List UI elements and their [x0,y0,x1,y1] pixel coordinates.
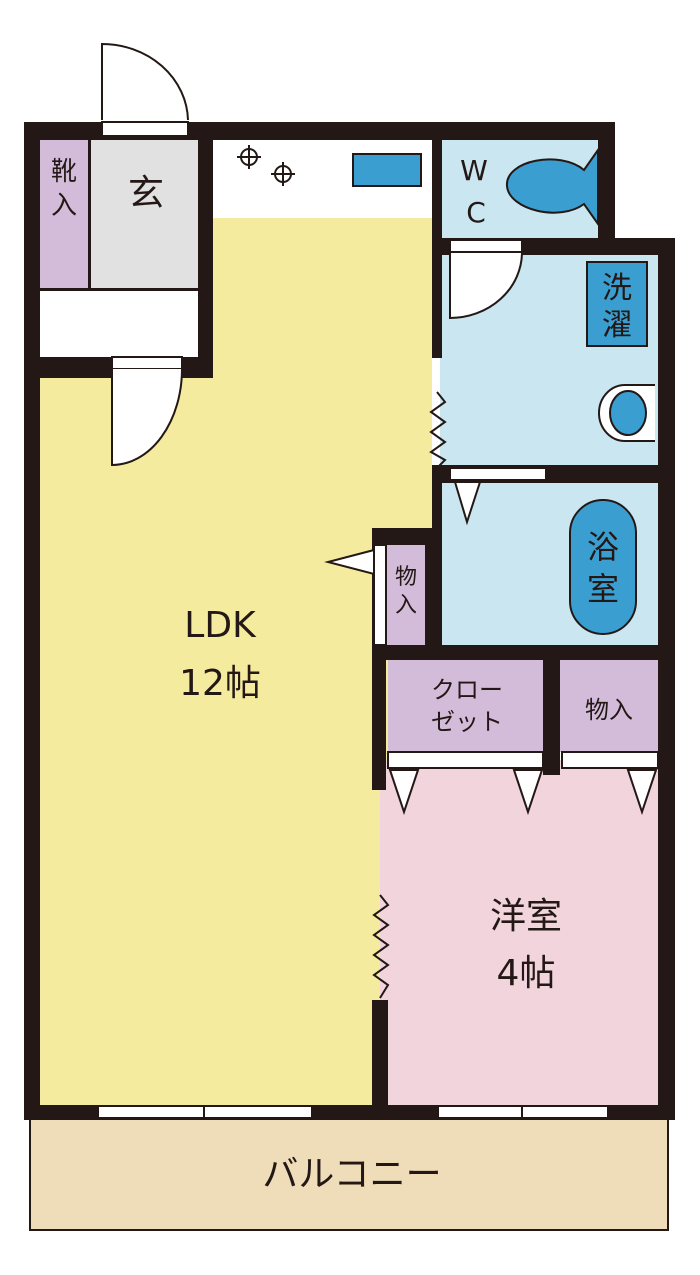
western-room-floor [380,760,660,1108]
shoe-closet-label-2: 入 [51,191,77,221]
laundry-door-opening [449,239,523,253]
ldk-window-right [203,1105,313,1119]
stove-icon [237,145,295,186]
washing-machine-space [586,261,648,347]
balcony-label: バルコニー [262,1154,441,1195]
toilet-icon [505,146,599,228]
laundry-label-2: 濯 [602,308,632,343]
entry-door-opening [101,121,189,137]
entrance-floor [90,140,200,290]
western-room-size-label: 4帖 [497,953,556,994]
hall-door-swing [111,368,183,467]
closet-door-marker-2 [512,769,544,816]
entrance-label: 玄 [128,173,164,214]
wc-label-w: W [460,154,488,187]
accordion-door-western [372,894,390,999]
western-room-label: 洋室 [490,896,562,937]
storage-small [386,545,428,645]
ldk-size-label: 12帖 [179,663,261,704]
closet-door [387,751,544,769]
laundry-label: 洗 [602,271,632,306]
wc-label-c: C [466,196,486,229]
closet-label: クロー [431,676,503,704]
storage-label: 物入 [585,696,633,724]
openings [97,42,659,1119]
bath-label: 浴 [587,528,619,566]
western-window-right [521,1105,609,1119]
storage-small-label-2: 入 [395,593,417,618]
shoe-closet [40,140,88,290]
ldk-label: LDK [184,605,257,646]
western-window-left [437,1105,523,1119]
storage-door [561,751,659,769]
entry-door-swing [101,42,189,121]
laundry-door-swing [449,251,524,320]
storage-small-label: 物 [395,565,417,590]
storage-small-door [373,544,387,646]
closet-label-2: ゼット [431,708,503,736]
bath-label-2: 室 [587,570,619,608]
storage-door-marker [626,769,658,816]
balcony [29,1117,669,1231]
hall-door-opening [111,356,183,370]
closet [388,660,544,752]
storage [560,660,658,752]
shoe-closet-label: 靴 [51,157,77,187]
bath-door-marker [453,481,482,526]
bathtub-icon [569,499,637,635]
hall-floor [40,290,200,358]
accordion-door-laundry [429,391,447,469]
ldk-window-left [97,1105,205,1119]
closet-door-marker-1 [388,769,420,816]
washbasin-bowl-icon [609,390,647,436]
bath-door-opening [449,467,547,481]
sink-icon [352,153,422,187]
storage-small-door-marker [324,548,375,576]
